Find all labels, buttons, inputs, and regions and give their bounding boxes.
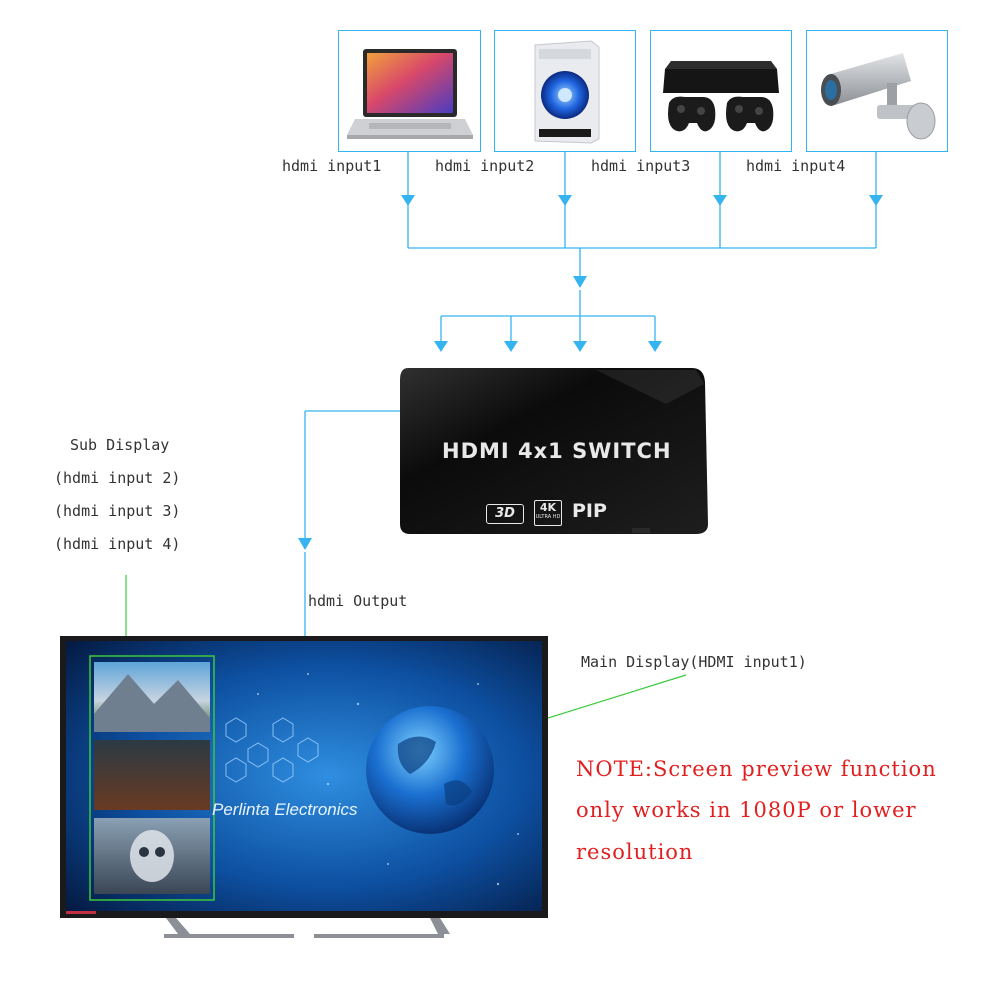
badge-3d: 3D — [486, 504, 524, 524]
input-label-2: hdmi input2 — [435, 157, 534, 175]
laptop-icon — [339, 31, 480, 151]
arrow-down-icon — [869, 195, 883, 206]
badge-4k: 4K ULTRA HD — [534, 500, 562, 526]
badge-3d-text: 3D — [495, 506, 515, 521]
note-line-1: NOTE:Screen preview function — [576, 757, 937, 781]
arrow-down-icon — [558, 195, 572, 206]
note-line-3: resolution — [576, 840, 693, 864]
source-box-security-camera — [806, 30, 948, 152]
game-console-icon — [651, 31, 791, 151]
input-label-1: hdmi input1 — [282, 157, 381, 175]
sub-display-line-2: (hdmi input 3) — [54, 502, 180, 520]
arrow-down-icon — [648, 341, 662, 352]
note-line-2: only works in 1080P or lower — [576, 798, 917, 822]
arrow-down-icon — [713, 195, 727, 206]
main-display-label: Main Display(HDMI input1) — [581, 653, 807, 671]
desktop-pc-icon — [495, 31, 635, 151]
arrow-down-icon — [573, 341, 587, 352]
source-box-desktop-pc — [494, 30, 636, 152]
sub-display-title: Sub Display — [70, 436, 169, 454]
arrow-down-icon — [401, 195, 415, 206]
switch-title: HDMI 4x1 SWITCH — [442, 439, 672, 463]
arrow-down-icon — [298, 538, 312, 550]
badge-4k-text: 4K — [535, 501, 561, 514]
tv-screen-brand: Perlinta Electronics — [212, 800, 358, 820]
output-label: hdmi Output — [308, 592, 407, 610]
source-box-game-console — [650, 30, 792, 152]
arrow-down-icon — [434, 341, 448, 352]
sub-display-line-3: (hdmi input 4) — [54, 535, 180, 553]
input-label-4: hdmi input4 — [746, 157, 845, 175]
input-label-3: hdmi input3 — [591, 157, 690, 175]
security-camera-icon — [807, 31, 947, 151]
sub-display-line-1: (hdmi input 2) — [54, 469, 180, 487]
badge-4k-subtext: ULTRA HD — [535, 514, 561, 521]
television — [58, 634, 550, 946]
badge-pip: PIP — [572, 500, 607, 522]
arrow-down-icon — [504, 341, 518, 352]
source-box-laptop — [338, 30, 481, 152]
arrow-down-icon — [573, 276, 587, 288]
